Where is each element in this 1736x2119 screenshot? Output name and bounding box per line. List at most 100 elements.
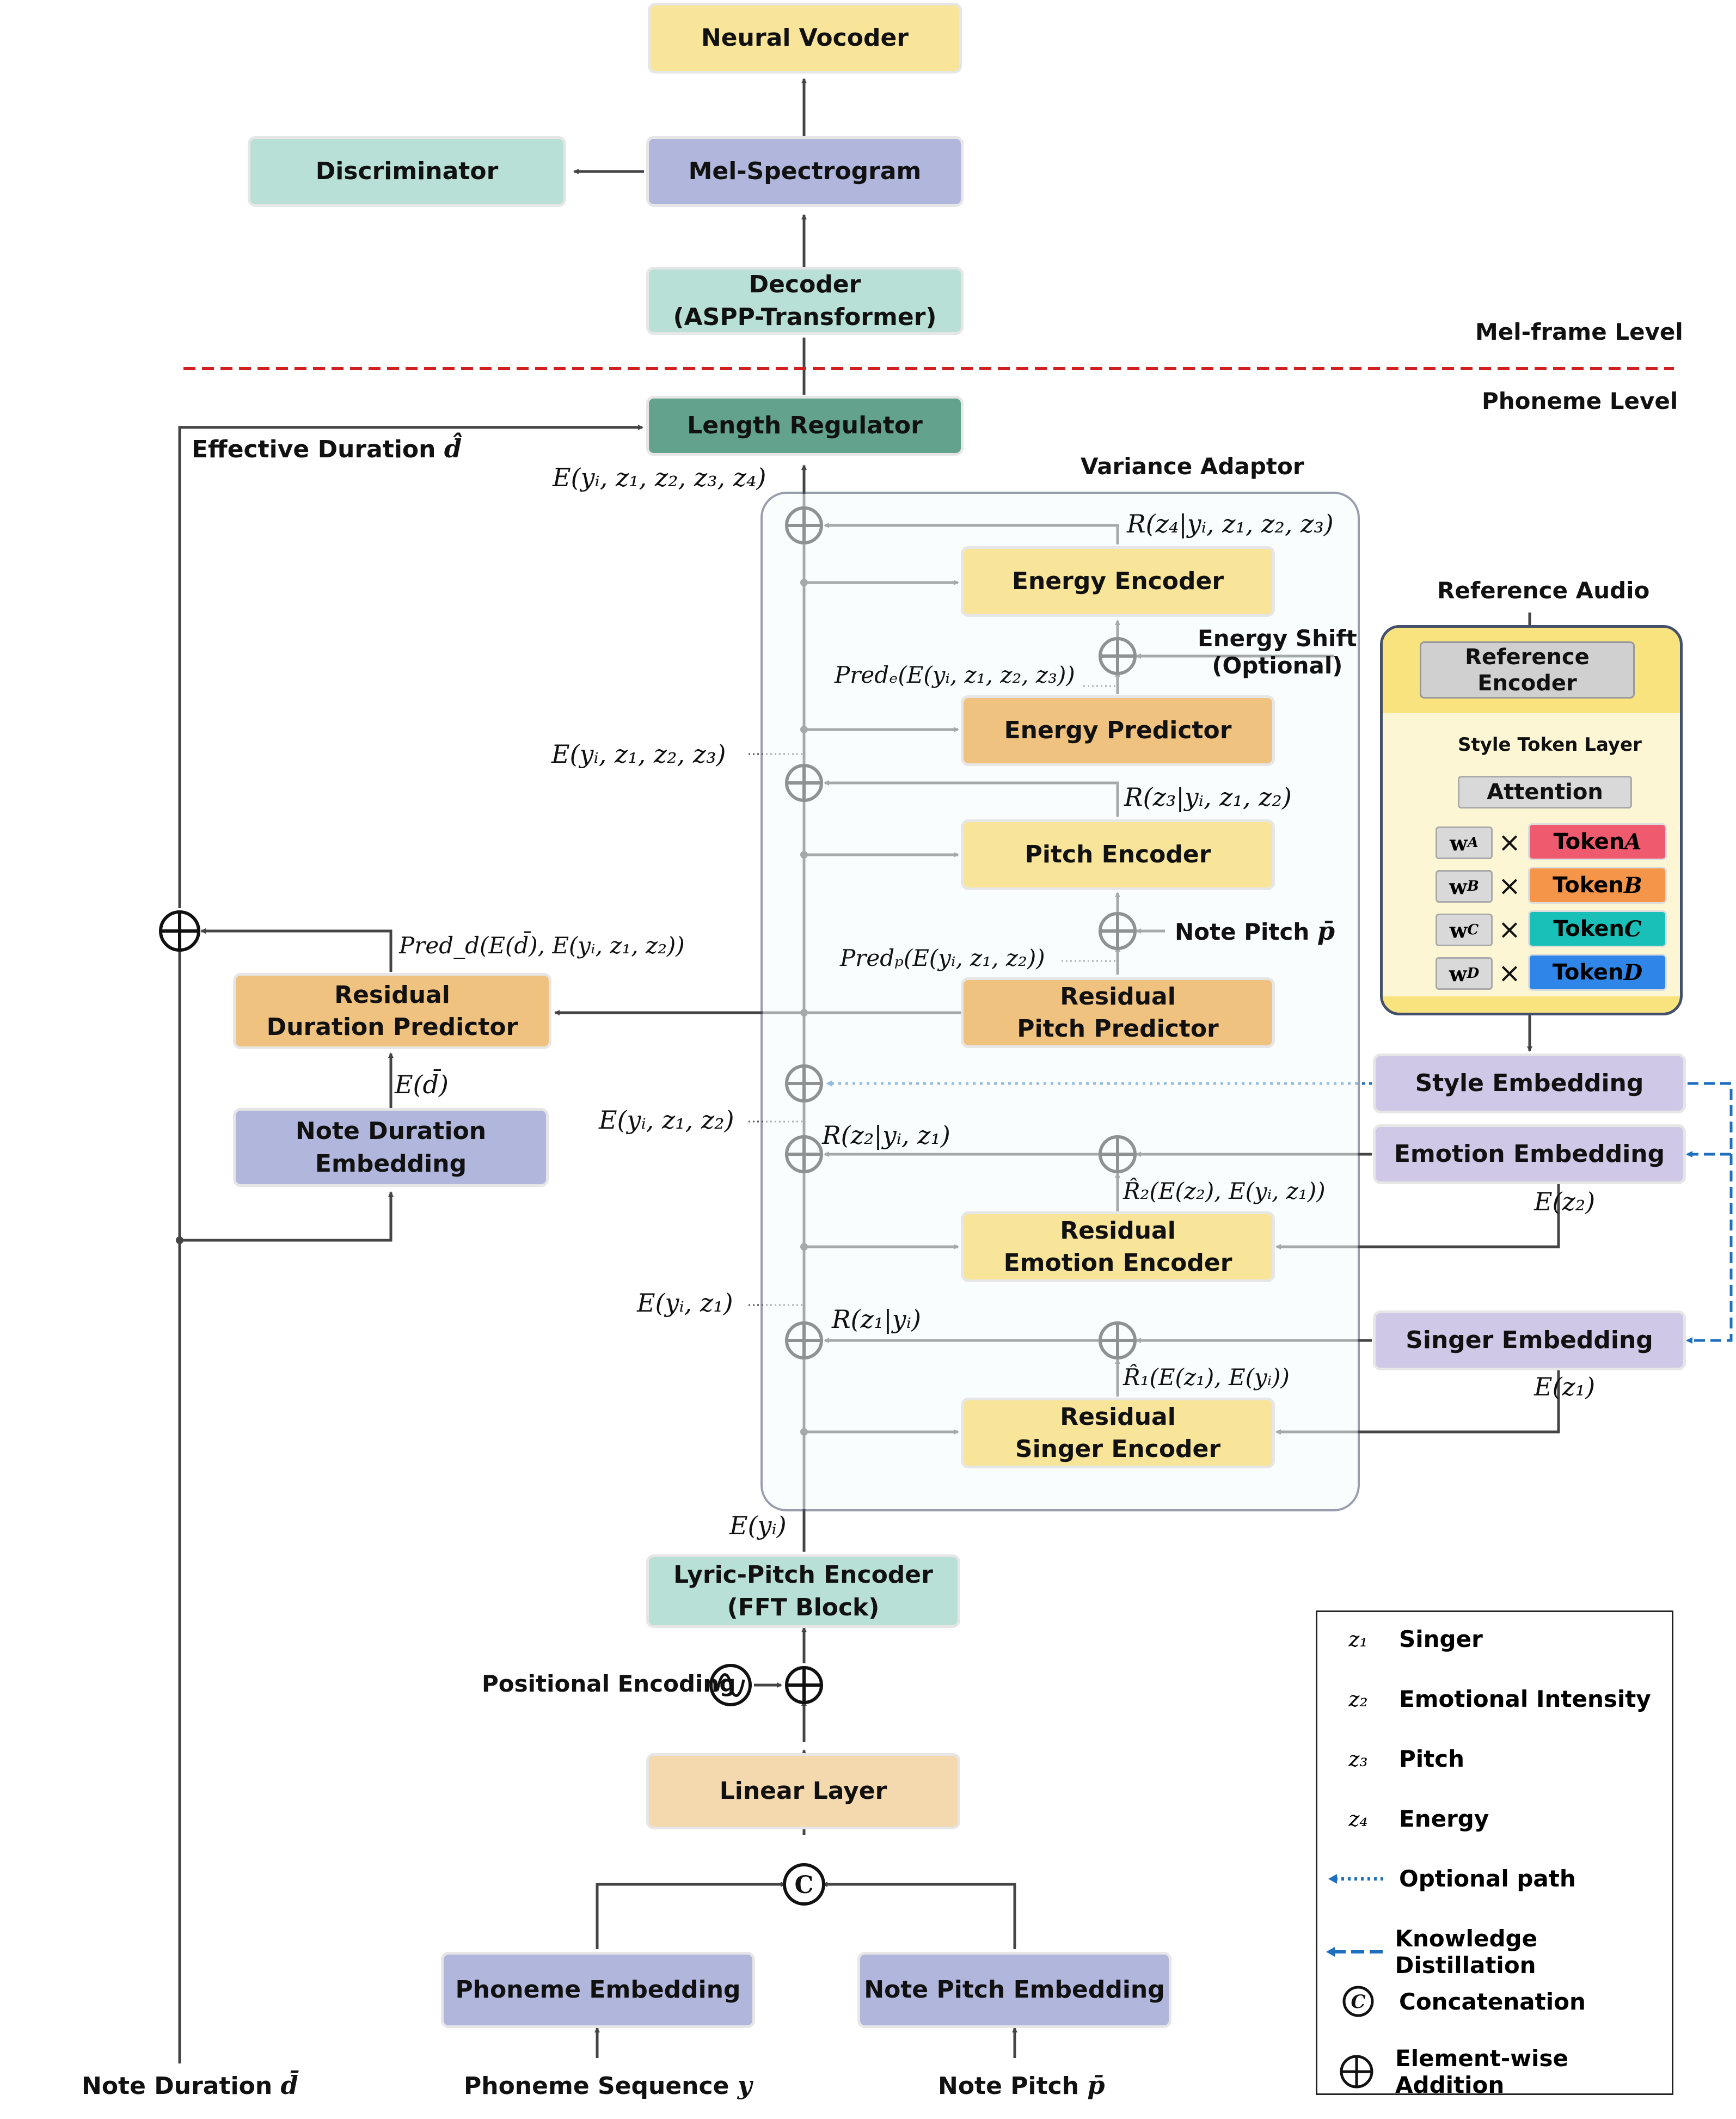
note-pitch-input: Note Pitch p̄ [1175, 916, 1335, 946]
residual-pitch-predictor-box: Residual Pitch Predictor [961, 977, 1275, 1048]
residual-duration-predictor-box: Residual Duration Predictor [233, 973, 551, 1049]
reference-encoder-line1: Reference [1465, 644, 1590, 670]
legend-item: z₃ Pitch [1317, 1746, 1464, 1772]
e-z12-label: E(yᵢ, z₁, z₂) [599, 1105, 734, 1135]
singer-embedding-box: Singer Embedding [1373, 1310, 1686, 1370]
e-yi-label: E(yᵢ) [729, 1511, 787, 1540]
legend-label: Knowledge Distillation [1395, 1925, 1538, 1979]
legend-item: z₂ Emotional Intensity [1317, 1686, 1651, 1712]
dotted-arrow-icon [1317, 1872, 1399, 1885]
legend: z₁ Singer z₂ Emotional Intensity z₃ Pitc… [1316, 1610, 1673, 2098]
svg-text:C: C [794, 1871, 813, 1899]
discriminator-box: Discriminator [248, 136, 566, 207]
style-embedding-label: Style Embedding [1415, 1069, 1644, 1098]
decoder-label-line2: (ASPP-Transformer) [673, 303, 937, 331]
concat-icon [783, 1863, 825, 1906]
note-duration-embedding-box: Note Duration Embedding [233, 1108, 549, 1187]
positional-encoding-label: Positional Encoding [482, 1670, 736, 1697]
emotion-embedding-label: Emotion Embedding [1394, 1140, 1665, 1168]
legend-label: Emotional Intensity [1399, 1686, 1651, 1712]
r-z2-label: R(z₂|yᵢ, z₁) [822, 1120, 950, 1150]
phoneme-sequence-input: Phoneme Sequence y [464, 2071, 752, 2100]
r1-hat-label: R̂₁(E(z₁), E(yᵢ)) [1123, 1364, 1290, 1391]
residual-pitch-predictor-line1: Residual [1060, 982, 1176, 1010]
attention-label: Attention [1487, 780, 1603, 805]
emotion-embedding-box: Emotion Embedding [1373, 1124, 1686, 1184]
energy-encoder-label: Energy Encoder [1011, 567, 1224, 596]
positional-encoding-icon [709, 1664, 752, 1706]
lyric-pitch-encoder-box: Lyric-Pitch Encoder (FFT Block) [646, 1554, 960, 1628]
legend-symbol: z₃ [1348, 1747, 1368, 1771]
residual-singer-encoder-box: Residual Singer Encoder [961, 1398, 1275, 1468]
token-c: Token C [1528, 910, 1667, 947]
concat-icon: C [1317, 1985, 1399, 2018]
style-embedding-box: Style Embedding [1373, 1054, 1686, 1113]
legend-item: Knowledge Distillation [1317, 1925, 1672, 1979]
linear-layer-label: Linear Layer [719, 1777, 887, 1805]
linear-layer-box: Linear Layer [646, 1753, 960, 1829]
note-duration-embedding-line1: Note Duration [295, 1117, 487, 1146]
mel-spectrogram-box: Mel-Spectrogram [646, 136, 964, 207]
svg-text:C: C [1351, 1991, 1365, 2013]
pred-e-label: Predₑ(E(yᵢ, z₁, z₂, z₃)) [835, 662, 1075, 688]
legend-item: Optional path [1317, 1865, 1576, 1892]
r-z4-label: R(z₄|yᵢ, z₁, z₂, z₃) [1127, 509, 1334, 538]
pitch-encoder-label: Pitch Encoder [1025, 841, 1211, 869]
legend-label: Energy [1399, 1805, 1489, 1832]
token-b: Token B [1528, 867, 1667, 904]
reference-encoder-box: Reference Encoder [1420, 641, 1635, 699]
note-duration-input: Note Duration d̄ [82, 2071, 298, 2100]
pitch-encoder-box: Pitch Encoder [961, 819, 1275, 890]
e-z123-label: E(yᵢ, z₁, z₂, z₃) [551, 739, 726, 769]
decoder-box: Decoder (ASPP-Transformer) [646, 267, 964, 335]
e-dbar-label: E(d̄) [395, 1070, 449, 1099]
effective-duration-label: Effective Duration d̂ [192, 434, 462, 463]
legend-label: Element-wise Addition [1395, 2045, 1568, 2098]
legend-item: z₄ Energy [1317, 1805, 1489, 1832]
neural-vocoder-label: Neural Vocoder [701, 24, 909, 52]
legend-label: Singer [1399, 1626, 1483, 1652]
e-all-label: E(yᵢ, z₁, z₂, z₃, z₄) [553, 463, 766, 492]
multiply-icon: × [1498, 826, 1521, 858]
residual-emotion-encoder-line1: Residual [1060, 1216, 1176, 1245]
e-z2-label: E(z₂) [1534, 1187, 1596, 1216]
legend-item: z₁ Singer [1317, 1626, 1483, 1652]
token-d: Token D [1528, 954, 1667, 991]
discriminator-label: Discriminator [315, 157, 499, 186]
legend-label: Pitch [1399, 1746, 1465, 1772]
residual-pitch-predictor-line2: Pitch Predictor [1017, 1015, 1219, 1043]
multiply-icon: × [1498, 914, 1521, 945]
legend-symbol: z₂ [1348, 1687, 1368, 1711]
mel-spectrogram-label: Mel-Spectrogram [688, 157, 922, 186]
d-hat-symbol: d̂ [444, 434, 462, 463]
legend-label: Concatenation [1399, 1988, 1586, 2015]
dashed-arrow-icon [1317, 1945, 1395, 1958]
decoder-label-line1: Decoder [749, 271, 861, 299]
energy-encoder-box: Energy Encoder [961, 546, 1275, 617]
note-duration-embedding-line2: Embedding [315, 1149, 467, 1178]
variance-adaptor-title: Variance Adaptor [1081, 453, 1304, 480]
phoneme-embedding-box: Phoneme Embedding [441, 1952, 755, 2028]
energy-predictor-box: Energy Predictor [961, 695, 1275, 766]
reference-audio-label: Reference Audio [1437, 577, 1650, 604]
plus-icon [1317, 2054, 1395, 2089]
residual-emotion-encoder-box: Residual Emotion Encoder [961, 1211, 1275, 1282]
multiply-icon: × [1498, 870, 1521, 902]
residual-duration-predictor-line1: Residual [334, 981, 450, 1009]
energy-shift-label: Energy Shift(Optional) [1198, 625, 1357, 679]
r-z1-label: R(z₁|yᵢ) [832, 1305, 921, 1334]
e-z1-label: E(z₁) [1534, 1372, 1596, 1401]
phoneme-level-label: Phoneme Level [1482, 388, 1678, 414]
phoneme-embedding-label: Phoneme Embedding [455, 1976, 741, 2004]
legend-item: C Concatenation [1317, 1985, 1586, 2018]
singer-embedding-label: Singer Embedding [1406, 1326, 1653, 1355]
residual-duration-predictor-line2: Duration Predictor [266, 1013, 518, 1041]
multiply-icon: × [1498, 957, 1521, 989]
note-pitch-embedding-label: Note Pitch Embedding [864, 1976, 1165, 2004]
attention-box: Attention [1458, 776, 1632, 809]
lyric-pitch-encoder-line1: Lyric-Pitch Encoder [673, 1561, 933, 1589]
neural-vocoder-box: Neural Vocoder [648, 3, 962, 74]
